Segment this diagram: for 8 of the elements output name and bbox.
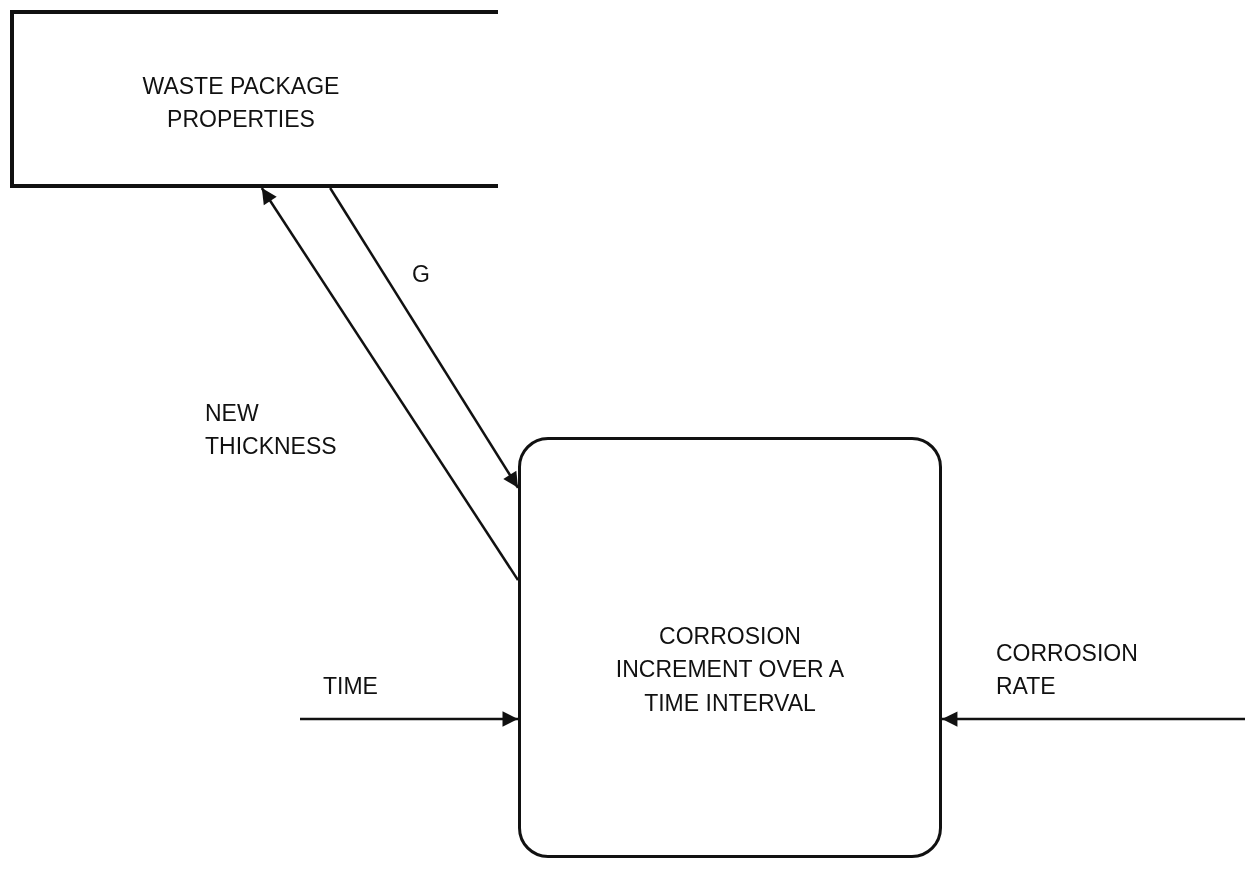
process-box bbox=[10, 10, 498, 188]
arrow bbox=[300, 711, 518, 727]
arrow bbox=[260, 187, 520, 581]
process-box bbox=[518, 437, 942, 858]
box-label: CORROSION INCREMENT OVER A TIME INTERVAL bbox=[614, 622, 846, 718]
arrow bbox=[942, 711, 1245, 727]
box-label: WASTE PACKAGE PROPERTIES bbox=[141, 72, 341, 135]
arrow bbox=[329, 187, 520, 489]
